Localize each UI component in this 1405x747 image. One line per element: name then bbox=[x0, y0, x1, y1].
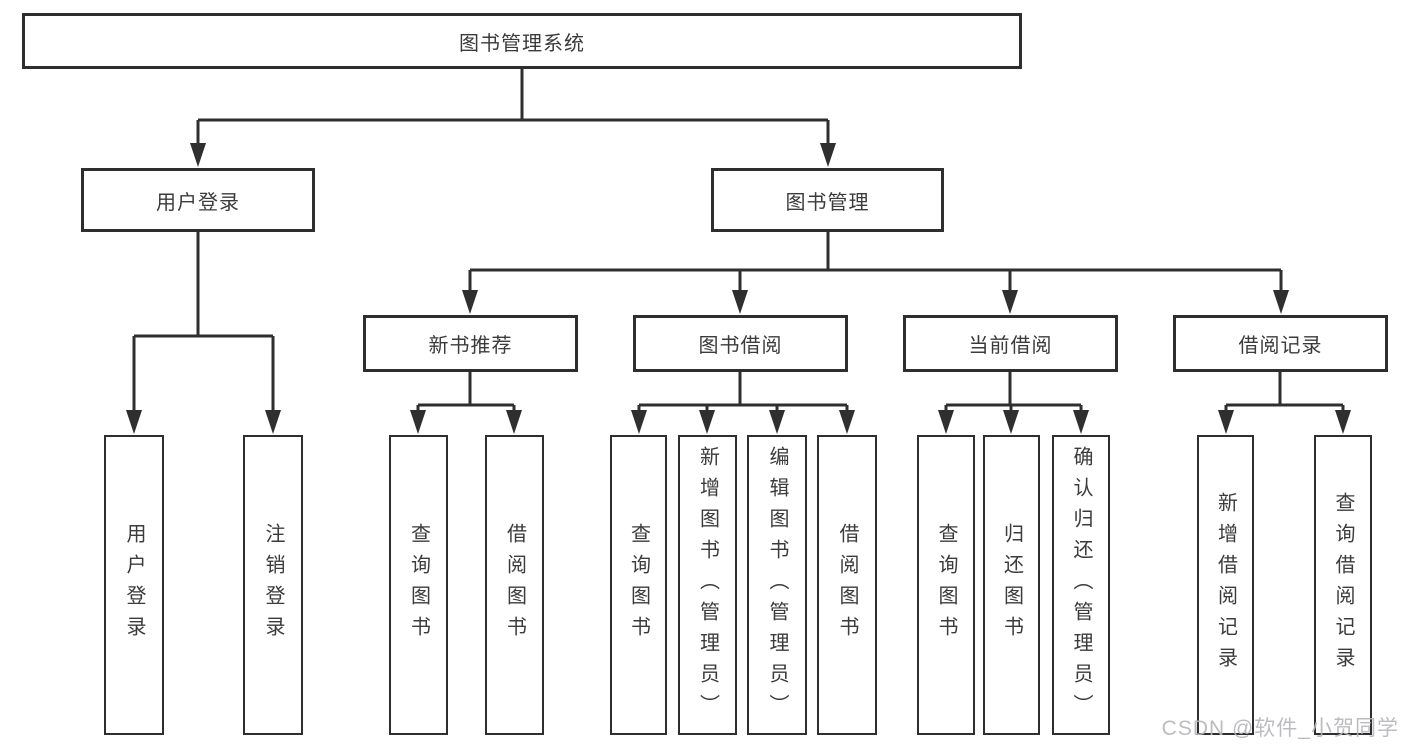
node-label: 图书管理系统 bbox=[459, 32, 585, 55]
node-label: 图书管理 bbox=[785, 191, 870, 214]
leaf-query-books-current: 查询图书 bbox=[917, 435, 975, 735]
leaf-add-book-admin: 新增图书（管理员） bbox=[678, 435, 737, 735]
node-borrowing-records: 借阅记录 bbox=[1173, 315, 1388, 372]
node-label: 借阅记录 bbox=[1238, 335, 1323, 357]
leaf-user-login: 用户登录 bbox=[104, 435, 164, 735]
node-book-borrowing: 图书借阅 bbox=[633, 315, 848, 372]
node-label: 借阅图书 bbox=[836, 523, 858, 647]
leaf-logout: 注销登录 bbox=[243, 435, 303, 735]
leaf-return-book: 归还图书 bbox=[983, 435, 1040, 735]
leaf-query-books-recommend: 查询图书 bbox=[389, 435, 448, 735]
leaf-borrow-books-borrowing: 借阅图书 bbox=[817, 435, 877, 735]
node-book-management: 图书管理 bbox=[711, 168, 944, 232]
node-label: 查询图书 bbox=[935, 523, 957, 647]
node-label: 注销登录 bbox=[262, 523, 284, 647]
node-new-book-recommend: 新书推荐 bbox=[363, 315, 578, 372]
node-label: 当前借阅 bbox=[968, 335, 1053, 357]
node-label: 归还图书 bbox=[1000, 523, 1023, 647]
node-library-management-system: 图书管理系统 bbox=[22, 13, 1022, 69]
node-label: 确认归还（管理员） bbox=[1070, 445, 1092, 725]
node-label: 用户登录 bbox=[156, 191, 240, 214]
leaf-query-books-borrowing: 查询图书 bbox=[610, 435, 667, 735]
node-label: 借阅图书 bbox=[503, 523, 526, 647]
node-label: 新增图书（管理员） bbox=[696, 445, 719, 725]
node-label: 查询借阅记录 bbox=[1332, 492, 1354, 678]
node-current-borrowing: 当前借阅 bbox=[903, 315, 1118, 372]
node-label: 查询图书 bbox=[627, 523, 650, 647]
leaf-confirm-return-admin: 确认归还（管理员） bbox=[1052, 435, 1110, 735]
node-label: 用户登录 bbox=[123, 523, 145, 647]
node-label: 查询图书 bbox=[407, 523, 430, 647]
node-label: 图书借阅 bbox=[698, 335, 783, 357]
node-label: 新增借阅记录 bbox=[1214, 492, 1237, 678]
node-label: 新书推荐 bbox=[428, 335, 513, 357]
leaf-edit-book-admin: 编辑图书（管理员） bbox=[747, 435, 807, 735]
leaf-query-borrow-record: 查询借阅记录 bbox=[1314, 435, 1372, 735]
leaf-add-borrow-record: 新增借阅记录 bbox=[1197, 435, 1254, 735]
csdn-watermark: CSDN @软件_小贺同学 bbox=[1161, 717, 1399, 740]
leaf-borrow-books-recommend: 借阅图书 bbox=[485, 435, 544, 735]
node-label: 编辑图书（管理员） bbox=[766, 445, 788, 725]
node-user-login: 用户登录 bbox=[81, 168, 315, 232]
